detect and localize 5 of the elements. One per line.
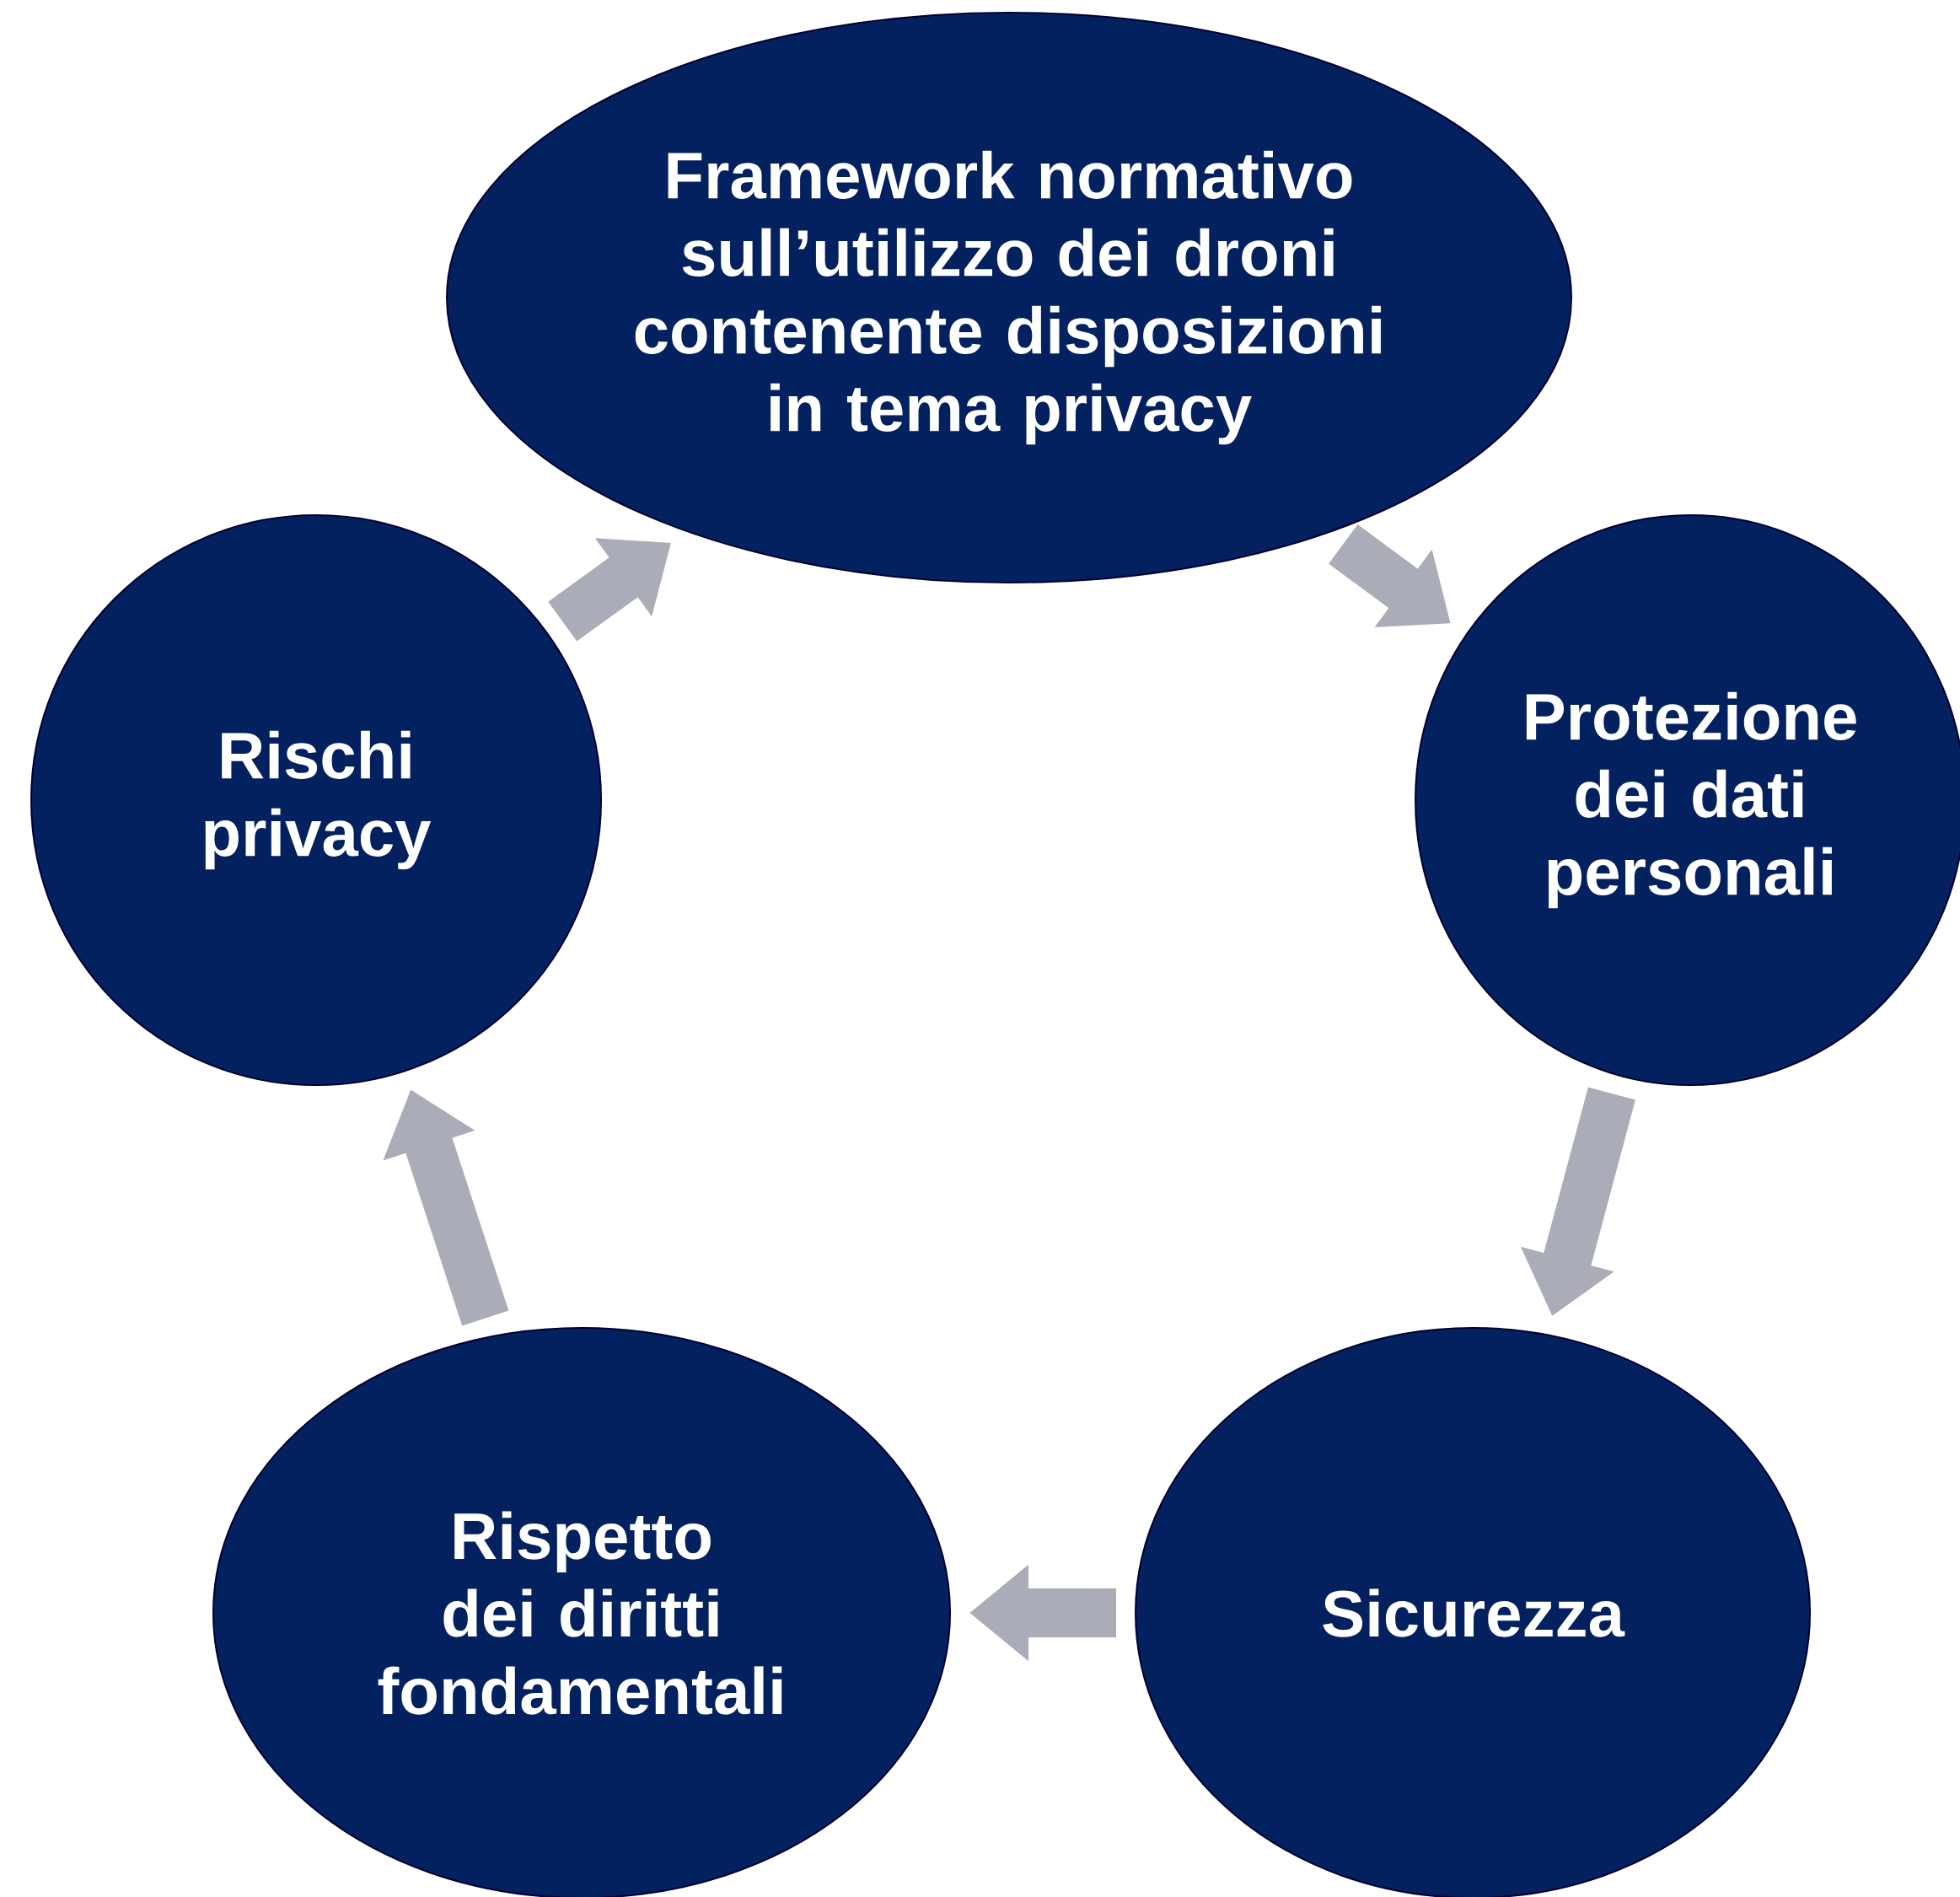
ellipse-node: Sicurezza — [1135, 1327, 1812, 1897]
ellipse-node: Framework normativo sull’utilizzo dei droni contenente disposizioni in tema privacy — [446, 12, 1572, 583]
ellipse-node: Rischi privacy — [30, 514, 602, 1086]
ellipse-node: Rispetto dei diritti fondamentali — [212, 1327, 951, 1897]
ellipse-node: Protezione dei dati personali — [1415, 514, 1960, 1086]
